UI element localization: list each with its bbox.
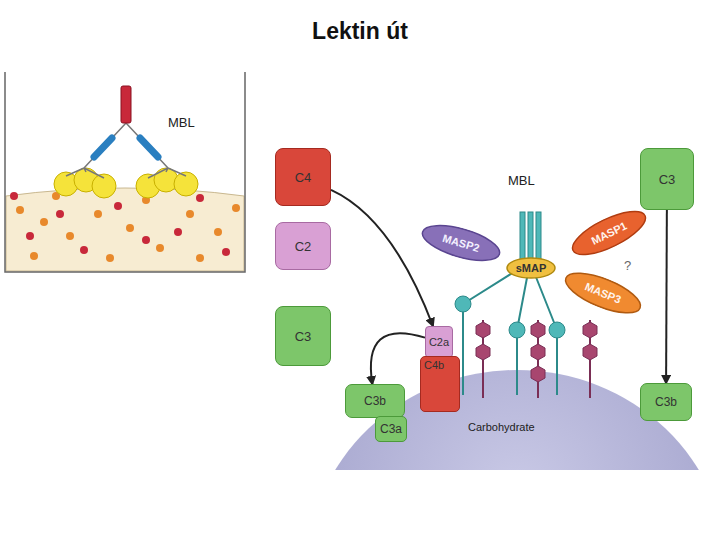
node-text: sMAP [516,262,547,274]
protease-ellipse: MASP3 [559,264,646,323]
fragment-box: C4b [420,356,460,412]
node-text: C3 [295,329,312,344]
molecule-label: MBL [508,173,535,188]
cell-illustration [307,212,720,540]
reaction-arrow [371,333,425,384]
node-text: C3 [659,172,676,187]
fragment-box: C3a [375,416,407,442]
reaction-arrow [331,190,433,326]
node-text: C4 [295,170,312,185]
protease-ellipse: MASP2 [417,217,504,268]
component-box: C3 [275,306,331,366]
diagram-title: Lektin út [0,18,720,45]
component-box: C4 [275,148,331,206]
molecule-label: MBL [168,115,195,130]
protein-ellipse: sMAP [506,257,556,279]
fragment-box: C3b [640,383,692,421]
node-text: C2 [295,239,312,254]
surface-label: Carbohydrate [468,421,535,433]
node-text: C3b [655,395,677,409]
node-text: C3b [364,394,386,408]
fragment-box: C3b [345,384,405,418]
node-text: C2a [429,336,449,348]
component-box: C3 [640,148,694,210]
mbl-illustration [5,72,245,272]
protease-ellipse: MASP1 [566,202,653,265]
node-text: C4b [424,359,444,371]
reaction-arrow [665,210,668,383]
component-box: C2 [275,222,331,270]
fragment-box: C2a [425,326,453,358]
node-text: C3a [380,422,402,436]
question-mark: ? [624,258,631,273]
